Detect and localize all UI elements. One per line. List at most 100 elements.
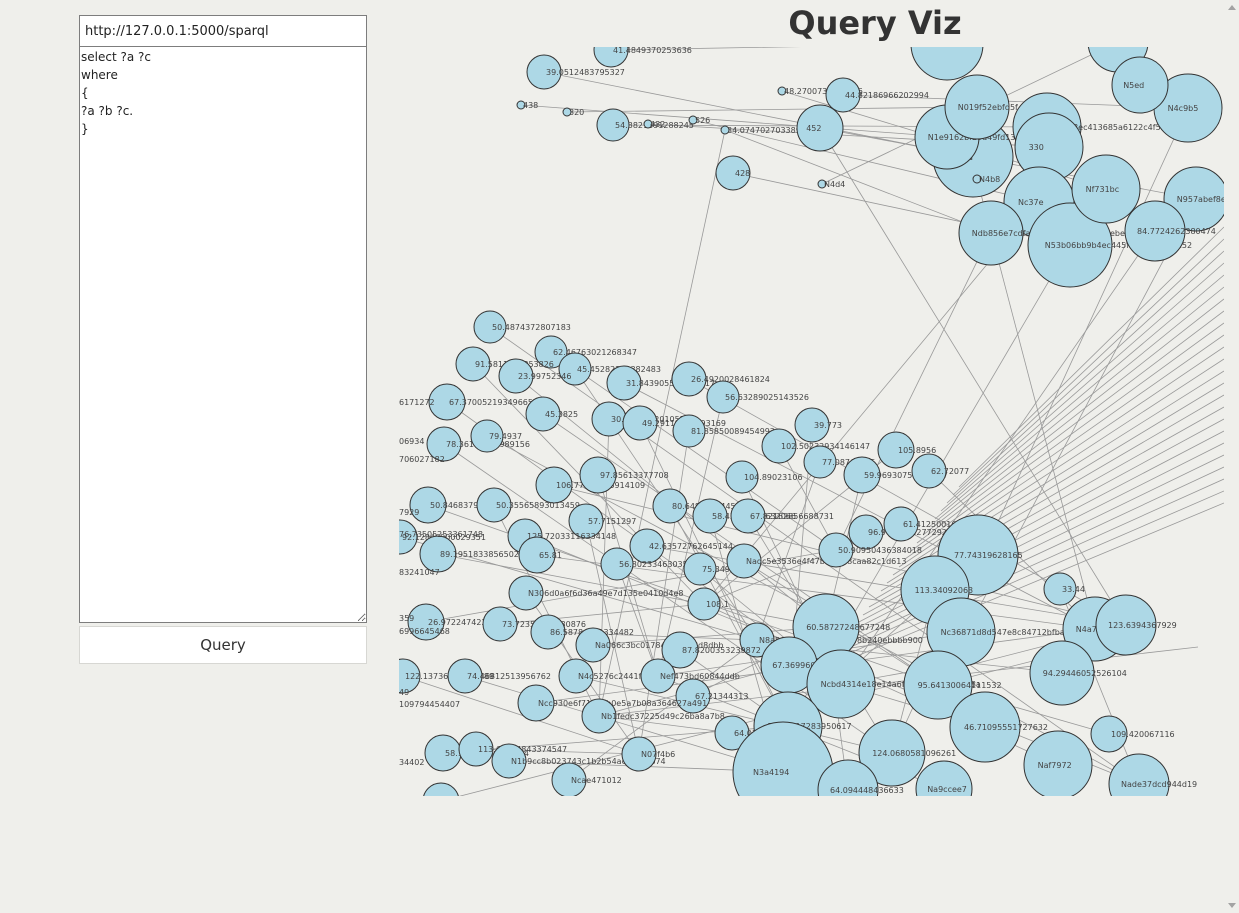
graph-node-circle[interactable]	[944, 74, 1010, 140]
graph-node-circle[interactable]	[843, 456, 881, 494]
graph-node[interactable]: Na066c3bc01784b4a9fc8d8dbb	[575, 627, 723, 663]
graph-node-circle[interactable]	[675, 678, 711, 714]
graph-node[interactable]: 50.90950436384018	[818, 532, 922, 568]
graph-node[interactable]: 56.63289025143526	[706, 380, 809, 414]
graph-node-circle[interactable]	[903, 650, 973, 720]
graph-node-circle[interactable]	[423, 782, 459, 796]
graph-node[interactable]: 438	[516, 100, 538, 110]
graph-node[interactable]: 39.773	[794, 407, 842, 443]
graph-node-circle[interactable]	[910, 47, 984, 81]
graph-node[interactable]: 124.0680581096261	[858, 719, 956, 787]
graph-node[interactable]: N306d0a6f6d36a49e7d135e0410d4e8	[508, 575, 683, 611]
graph-node-circle[interactable]	[518, 536, 556, 574]
graph-node[interactable]: 44.82186966202994	[825, 77, 929, 113]
graph-node-circle[interactable]	[482, 606, 518, 642]
graph-node[interactable]: 42.63572762645144	[629, 528, 733, 564]
graph-node-circle[interactable]	[1124, 200, 1186, 262]
graph-node[interactable]: 95.64130064111532	[903, 650, 1002, 720]
graph-node-circle[interactable]	[671, 361, 707, 397]
graph-node-circle[interactable]	[622, 405, 658, 441]
graph-node[interactable]: 64.094448436633	[817, 759, 904, 796]
graph-node[interactable]: Ncae471012	[551, 762, 622, 796]
graph-node-circle[interactable]	[409, 486, 447, 524]
graph-node-circle[interactable]	[1071, 154, 1141, 224]
graph-node-circle[interactable]	[806, 649, 876, 719]
graph-node-circle[interactable]	[606, 365, 642, 401]
graph-node[interactable]: 123.6394367929	[1095, 594, 1177, 656]
graph-node-circle[interactable]	[687, 587, 721, 621]
graph-node-circle[interactable]	[562, 107, 572, 117]
graph-node[interactable]: Ncc930e6f712a4b0e5a7b08a364627a491	[517, 684, 707, 722]
graph-node-circle[interactable]	[761, 428, 797, 464]
graph-node[interactable]: 26.97224742285211	[407, 603, 512, 641]
graph-node-circle[interactable]	[525, 396, 561, 432]
graph-node-circle[interactable]	[688, 115, 698, 125]
graph-node[interactable]: 97.85613377708	[579, 456, 669, 494]
graph-node-circle[interactable]	[725, 460, 759, 494]
graph-node[interactable]: 61.41250016	[883, 506, 956, 542]
graph-node[interactable]: Ncbd4314e18e14a6f8da5737f40f1ba8a	[806, 649, 981, 719]
graph-node[interactable]: N019f52ebfd5f	[944, 74, 1018, 140]
graph-node-circle[interactable]	[581, 698, 617, 734]
graph-node-circle[interactable]	[558, 658, 594, 694]
graph-node-circle[interactable]	[958, 200, 1024, 266]
graph-node-circle[interactable]	[652, 488, 688, 524]
graph-node-circle[interactable]	[551, 762, 587, 796]
graph-node[interactable]: 81.85850089454992	[672, 414, 775, 448]
graph-node[interactable]: 50.8468379	[409, 486, 478, 524]
graph-node[interactable]: 50.4874372807183	[473, 310, 571, 344]
graph-node-circle[interactable]	[593, 47, 629, 68]
graph-node[interactable]: N4d4	[817, 179, 845, 189]
graph-node-circle[interactable]	[1108, 753, 1170, 796]
graph-node-circle[interactable]	[534, 335, 568, 369]
graph-node[interactable]: N07f4b6	[621, 736, 675, 772]
graph-node-circle[interactable]	[726, 543, 762, 579]
graph-node[interactable]: 67.37005219349665	[428, 383, 533, 421]
graph-node[interactable]: N4c5276c2441f4e	[558, 658, 651, 694]
graph-node-circle[interactable]	[643, 119, 653, 129]
graph-node[interactable]: 113.67264843374547	[458, 731, 567, 767]
graph-node-circle[interactable]	[692, 498, 728, 534]
graph-node-circle[interactable]	[730, 498, 766, 534]
graph-node-circle[interactable]	[426, 426, 462, 462]
graph-node-circle[interactable]	[803, 445, 837, 479]
graph-node-circle[interactable]	[455, 346, 491, 382]
graph-node[interactable]: 62.46763021268347	[534, 335, 637, 369]
graph-node-circle[interactable]	[476, 487, 512, 523]
graph-node[interactable]: Ne6c12	[910, 47, 984, 81]
graph-node-circle[interactable]	[558, 352, 592, 386]
graph-node-circle[interactable]	[508, 575, 544, 611]
graph-node[interactable]: N4b8	[972, 174, 1000, 184]
graph-node-circle[interactable]	[1043, 572, 1077, 606]
graph-node-circle[interactable]	[458, 731, 494, 767]
graph-node-circle[interactable]	[883, 506, 919, 542]
graph-node-circle[interactable]	[706, 380, 740, 414]
graph-node-circle[interactable]	[498, 358, 534, 394]
graph-node[interactable]: 56.80233463035019	[600, 547, 703, 581]
graph-node-circle[interactable]	[818, 532, 854, 568]
graph-node[interactable]: N5ed	[1111, 56, 1169, 114]
graph-node-circle[interactable]	[672, 414, 706, 448]
graph-node[interactable]: 57.7151297	[568, 503, 636, 539]
query-button[interactable]: Query	[79, 626, 367, 664]
graph-node-circle[interactable]	[661, 631, 699, 669]
graph-node[interactable]: 67.21344313	[675, 678, 748, 714]
graph-node[interactable]: 60.58727248677248	[792, 593, 890, 661]
graph-node-circle[interactable]	[848, 514, 884, 550]
graph-node[interactable]: 41.4849370253636	[593, 47, 692, 68]
graph-node-circle[interactable]	[1029, 640, 1095, 706]
graph-node[interactable]: 526	[688, 115, 710, 125]
graph-node[interactable]: 62.72077	[911, 453, 969, 489]
graph-node[interactable]: 104.89023106	[725, 460, 803, 494]
graph-node[interactable]: 46.71095551727632	[949, 691, 1048, 763]
graph-node-circle[interactable]	[1090, 715, 1128, 753]
graph-node[interactable]: 39.0512483795327	[526, 54, 625, 90]
graph-node[interactable]: 105.8956	[877, 431, 936, 469]
graph-node-circle[interactable]	[621, 736, 657, 772]
graph-node-circle[interactable]	[714, 715, 750, 751]
graph-node[interactable]: 59.96930750047957	[843, 456, 948, 494]
scroll-up-arrow-icon[interactable]	[1228, 5, 1236, 10]
graph-node[interactable]: 45.3825	[525, 396, 578, 432]
graph-node[interactable]: 34.0747027033899	[720, 125, 806, 135]
graph-node[interactable]: 75.3497	[683, 552, 735, 586]
